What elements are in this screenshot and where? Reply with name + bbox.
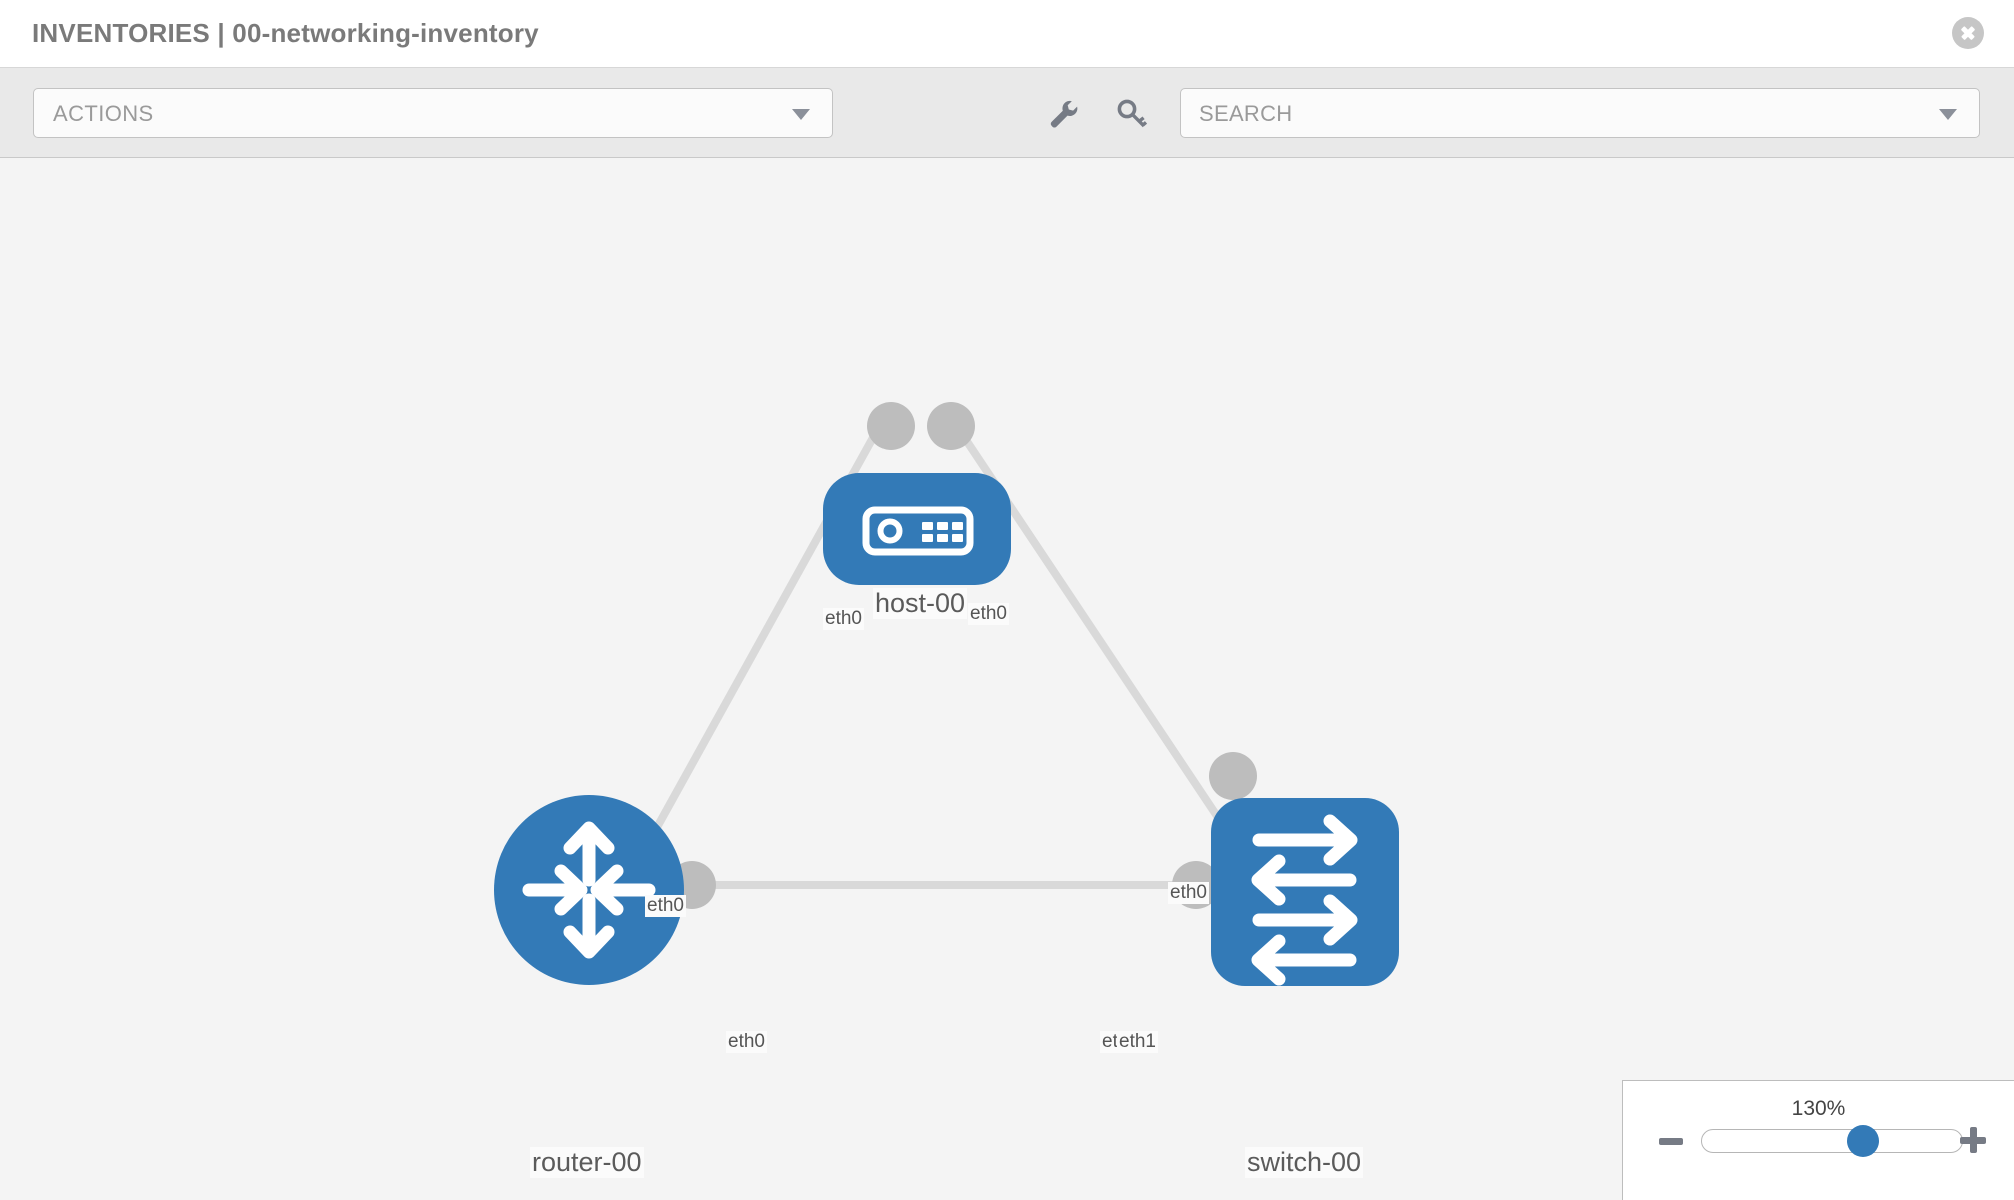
actions-dropdown[interactable]: ACTIONS bbox=[33, 88, 833, 138]
node-label-host-00: host-00 bbox=[873, 588, 968, 619]
node-switch-00 bbox=[1211, 798, 1399, 986]
iface-label-host-right: eth0 bbox=[968, 603, 1009, 625]
actions-dropdown-label: ACTIONS bbox=[53, 101, 154, 126]
node-router-00 bbox=[494, 795, 684, 985]
node-host-00 bbox=[823, 473, 1011, 585]
wrench-icon[interactable] bbox=[1046, 96, 1082, 132]
close-icon[interactable] bbox=[1952, 17, 1984, 49]
zoom-out-button[interactable] bbox=[1659, 1138, 1683, 1145]
zoom-slider-track[interactable] bbox=[1701, 1129, 1963, 1153]
iface-label-switch-up: eth0 bbox=[1168, 882, 1209, 904]
iface-label-switch-left-b: eth1 bbox=[1117, 1031, 1158, 1053]
zoom-in-button[interactable] bbox=[1960, 1127, 1986, 1153]
search-placeholder: SEARCH bbox=[1199, 101, 1293, 126]
key-icon[interactable] bbox=[1114, 96, 1150, 132]
zoom-level-value: 130% bbox=[1791, 1097, 1846, 1120]
connector-host-right bbox=[927, 402, 975, 450]
chevron-down-icon[interactable] bbox=[1939, 109, 1957, 120]
page-title: INVENTORIES | 00-networking-inventory bbox=[32, 18, 539, 48]
node-label-switch-00: switch-00 bbox=[1245, 1147, 1364, 1178]
toolbar: ACTIONS SEARCH bbox=[0, 68, 2014, 158]
zoom-slider-thumb[interactable] bbox=[1847, 1125, 1880, 1157]
iface-label-host-left: eth0 bbox=[823, 608, 864, 630]
connector-switch-top bbox=[1209, 752, 1257, 800]
page-header: INVENTORIES | 00-networking-inventory bbox=[0, 0, 2014, 68]
zoom-control-panel: 130% bbox=[1622, 1080, 2014, 1200]
connector-host-left bbox=[867, 402, 915, 450]
node-label-router-00: router-00 bbox=[530, 1147, 644, 1178]
topology-graph bbox=[494, 402, 1399, 986]
iface-label-router-up: eth0 bbox=[645, 895, 686, 917]
chevron-down-icon bbox=[792, 109, 810, 120]
search-input[interactable]: SEARCH bbox=[1180, 88, 1980, 138]
topology-canvas[interactable]: host-00 router-00 switch-00 eth0 eth0 et… bbox=[0, 158, 2014, 1200]
iface-label-router-right: eth0 bbox=[726, 1031, 767, 1053]
